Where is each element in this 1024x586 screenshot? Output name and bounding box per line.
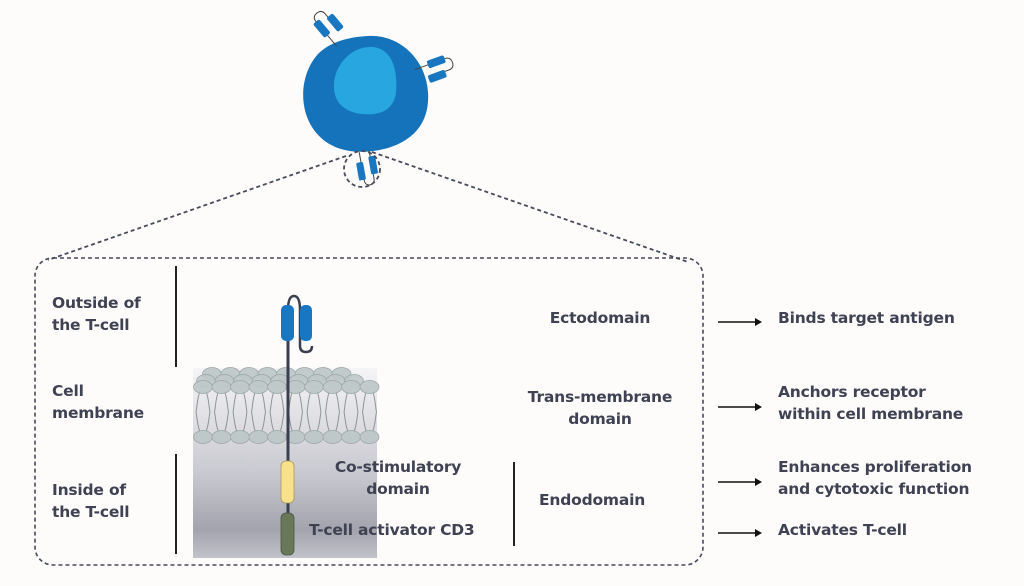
- lipid-head: [341, 430, 361, 444]
- scfv-domain-1: [281, 305, 294, 341]
- label-line: domain: [568, 410, 632, 428]
- label-cd3-domain: T-cell activator CD3: [309, 521, 475, 539]
- costim-domain-shape: [280, 460, 295, 504]
- lipid-tail: [306, 411, 322, 433]
- label-line: Inside of: [52, 481, 126, 499]
- label-line: within cell membrane: [778, 405, 964, 423]
- zoom-line-right: [371, 151, 689, 263]
- lipid-tail: [251, 411, 266, 433]
- label-function-activates: Activates T-cell: [778, 521, 907, 539]
- arrow-icon: [718, 403, 762, 411]
- lipid-tail: [232, 411, 248, 433]
- lipid-head: [267, 430, 287, 444]
- lipid-tail: [343, 411, 359, 433]
- zoom-line-left: [47, 155, 347, 261]
- lipid-head: [304, 430, 324, 444]
- lipid-head: [322, 430, 343, 444]
- label-line: Trans-membrane: [527, 388, 673, 406]
- lipid-head: [248, 380, 269, 394]
- label-line: and cytotoxic function: [778, 480, 970, 498]
- lipid-head: [322, 380, 343, 394]
- lipid-head: [211, 430, 232, 444]
- label-ectodomain: Ectodomain: [549, 309, 651, 327]
- lipid-head: [341, 380, 361, 394]
- label-line: Cell: [52, 382, 84, 400]
- arrow-icon: [718, 529, 762, 537]
- label-costimulatory-domain: Co-stimulatory domain: [318, 456, 478, 500]
- label-outside-cell: Outside of the T-cell: [52, 292, 141, 336]
- label-endodomain: Endodomain: [539, 491, 646, 509]
- lipid-head: [248, 430, 269, 444]
- label-function-enhances: Enhances proliferation and cytotoxic fun…: [778, 456, 972, 500]
- lipid-head: [267, 380, 287, 394]
- label-inside-cell: Inside of the T-cell: [52, 479, 130, 523]
- lipid-head: [230, 430, 250, 444]
- lipid-head: [211, 380, 232, 394]
- label-cell-membrane: Cell membrane: [52, 380, 144, 424]
- cd3-domain-shape: [280, 512, 295, 556]
- zoom-circle: [343, 150, 381, 188]
- lipid-head: [359, 430, 380, 444]
- t-cell-illustration: [303, 10, 454, 188]
- label-line: the T-cell: [52, 503, 130, 521]
- label-line: Anchors receptor: [778, 383, 926, 401]
- lipid-head: [193, 430, 213, 444]
- arrows: [718, 318, 762, 537]
- label-line: Co-stimulatory: [334, 458, 462, 476]
- receptor-icon: [313, 10, 344, 47]
- lipid-tail: [214, 411, 229, 433]
- label-line: domain: [366, 480, 430, 498]
- arrow-icon: [718, 318, 762, 326]
- car-receptor: [280, 294, 314, 556]
- lipid-tail: [269, 411, 285, 433]
- label-transmembrane-domain: Trans-membrane domain: [505, 386, 695, 430]
- label-line: membrane: [52, 404, 144, 422]
- detail-box: [34, 257, 704, 566]
- label-line: the T-cell: [52, 316, 130, 334]
- cell-nucleus: [333, 46, 397, 115]
- arrow-icon: [718, 478, 762, 486]
- lipid-tail: [195, 411, 211, 433]
- lipid-head: [304, 380, 324, 394]
- scfv-domain-2: [300, 305, 312, 341]
- lipid-head: [193, 380, 213, 394]
- label-function-binds: Binds target antigen: [778, 309, 955, 327]
- receptor-icon: [356, 150, 378, 186]
- receptor-icon: [414, 55, 454, 83]
- lipid-head: [230, 380, 250, 394]
- lipid-head: [359, 380, 380, 394]
- lipid-tail: [362, 411, 377, 433]
- label-line: Enhances proliferation: [778, 458, 972, 476]
- lipid-tail: [325, 411, 340, 433]
- label-function-anchors: Anchors receptor within cell membrane: [778, 381, 963, 425]
- label-line: Outside of: [52, 294, 141, 312]
- lipid-bilayer: [193, 367, 380, 444]
